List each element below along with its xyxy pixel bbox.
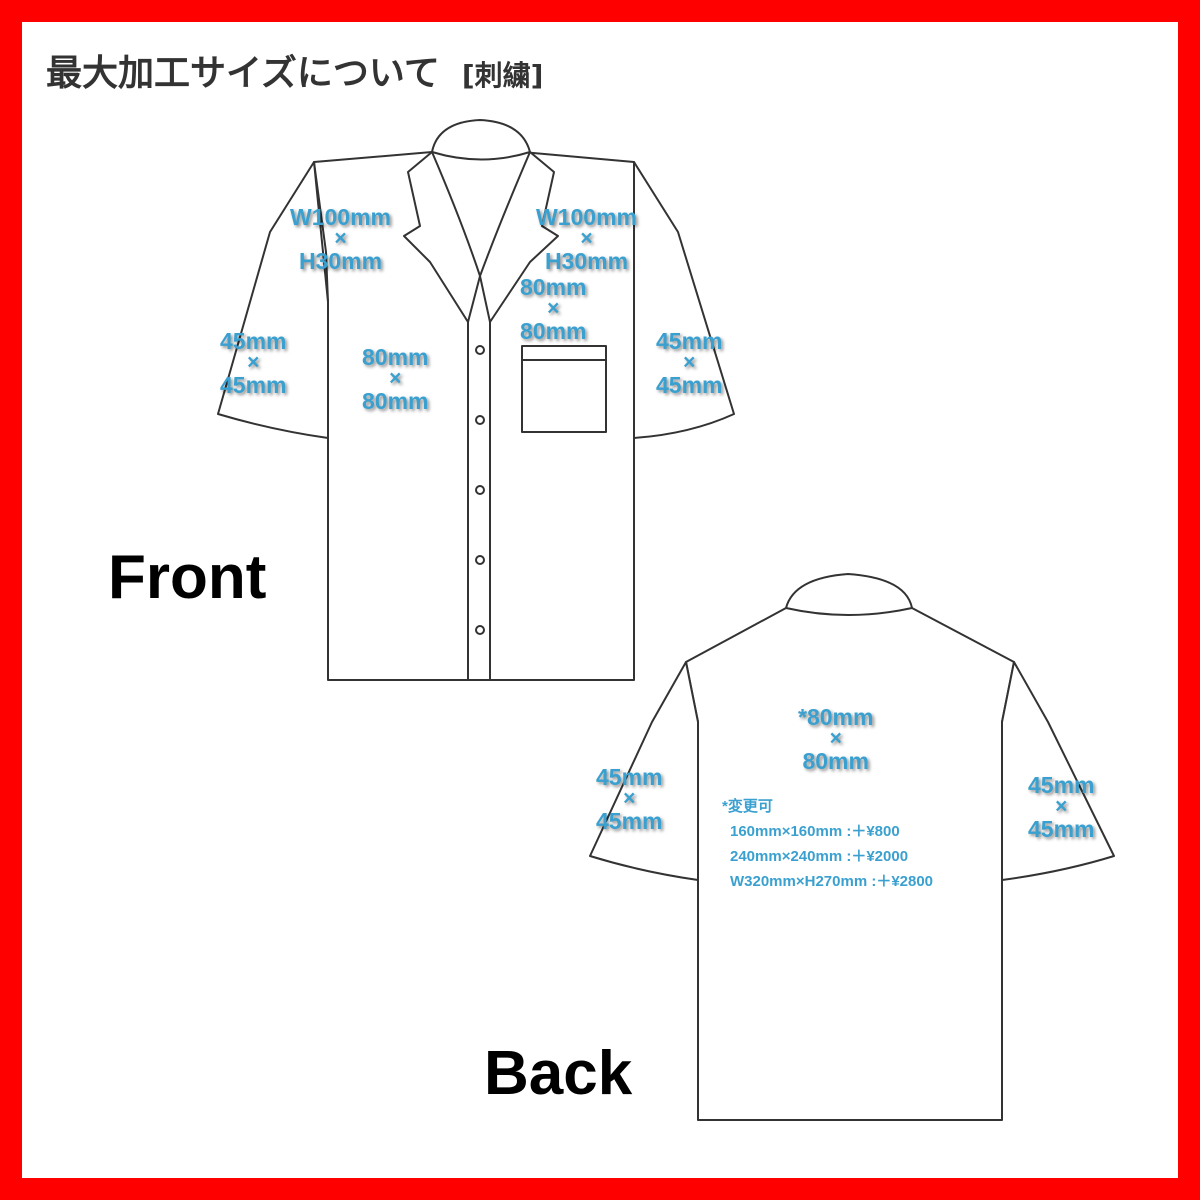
back-collar — [785, 573, 913, 616]
button — [475, 625, 485, 635]
back-sleeve-left-size: 45mm × 45mm — [596, 764, 663, 834]
back-shirt — [589, 573, 1115, 1121]
front-placket — [467, 321, 491, 681]
front-sleeve-left-size: 45mm × 45mm — [220, 328, 287, 398]
front-chest-left-size: 80mm × 80mm — [362, 344, 429, 414]
back-right-sleeve — [1001, 661, 1115, 881]
size-height: 80mm — [362, 388, 429, 414]
size-height: 80mm — [520, 318, 587, 344]
options-heading: *変更可 — [722, 798, 773, 815]
size-width: 45mm — [596, 764, 663, 790]
title-sub: [刺繍] — [461, 59, 544, 92]
front-left-sleeve — [217, 161, 329, 439]
back-sleeve-right-size: 45mm × 45mm — [1028, 772, 1095, 842]
size-width: 45mm — [656, 328, 723, 354]
size-height: H30mm — [544, 248, 629, 274]
times-icon: × — [1055, 795, 1068, 818]
back-center-size: *80mm × 80mm — [798, 704, 874, 774]
front-pocket — [521, 345, 607, 433]
option-line: 240mm×240mm :＋¥2000 — [730, 848, 909, 865]
front-back-neck — [431, 119, 531, 161]
title-main: 最大加工サイズについて — [46, 53, 440, 94]
button — [475, 345, 485, 355]
size-height: 45mm — [1028, 816, 1095, 842]
option-line: 160mm×160mm :＋¥800 — [730, 823, 900, 840]
front-label: Front — [108, 543, 267, 612]
times-icon: × — [623, 787, 636, 810]
size-width: 45mm — [220, 328, 287, 354]
size-height: 80mm — [802, 748, 869, 774]
back-left-sleeve — [589, 661, 699, 881]
size-width: 80mm — [362, 344, 429, 370]
times-icon: × — [829, 727, 842, 750]
shirt-illustrations — [217, 119, 1115, 1121]
times-icon: × — [683, 351, 696, 374]
option-line: W320mm×H270mm :＋¥2800 — [730, 873, 934, 890]
size-height: 45mm — [220, 372, 287, 398]
front-sleeve-right-size: 45mm × 45mm — [656, 328, 723, 398]
times-icon: × — [547, 297, 560, 320]
button — [475, 485, 485, 495]
front-collar-right-size: W100mm × H30mm — [536, 204, 637, 274]
front-right-lapel — [479, 151, 559, 323]
page-title: 最大加工サイズについて [刺繍] — [46, 44, 543, 96]
diagram-frame: 最大加工サイズについて [刺繍] — [22, 22, 1178, 1178]
size-width: 45mm — [1028, 772, 1095, 798]
button — [475, 415, 485, 425]
size-height: 45mm — [596, 808, 663, 834]
size-width: W100mm — [536, 204, 637, 230]
back-size-options: *変更可 160mm×160mm :＋¥800 240mm×240mm :＋¥2… — [722, 794, 933, 894]
size-width: W100mm — [290, 204, 391, 230]
times-icon: × — [389, 367, 402, 390]
times-icon: × — [580, 227, 593, 250]
back-label: Back — [484, 1039, 633, 1108]
times-icon: × — [247, 351, 260, 374]
front-collar-left-size: W100mm × H30mm — [290, 204, 391, 274]
front-shirt — [217, 119, 735, 681]
size-height: H30mm — [298, 248, 383, 274]
button — [475, 555, 485, 565]
size-height: 45mm — [656, 372, 723, 398]
front-left-lapel — [403, 151, 481, 323]
size-width: *80mm — [798, 704, 874, 730]
size-width: 80mm — [520, 274, 587, 300]
front-right-sleeve — [633, 161, 735, 439]
times-icon: × — [334, 227, 347, 250]
front-chest-right-size: 80mm × 80mm — [520, 274, 587, 344]
